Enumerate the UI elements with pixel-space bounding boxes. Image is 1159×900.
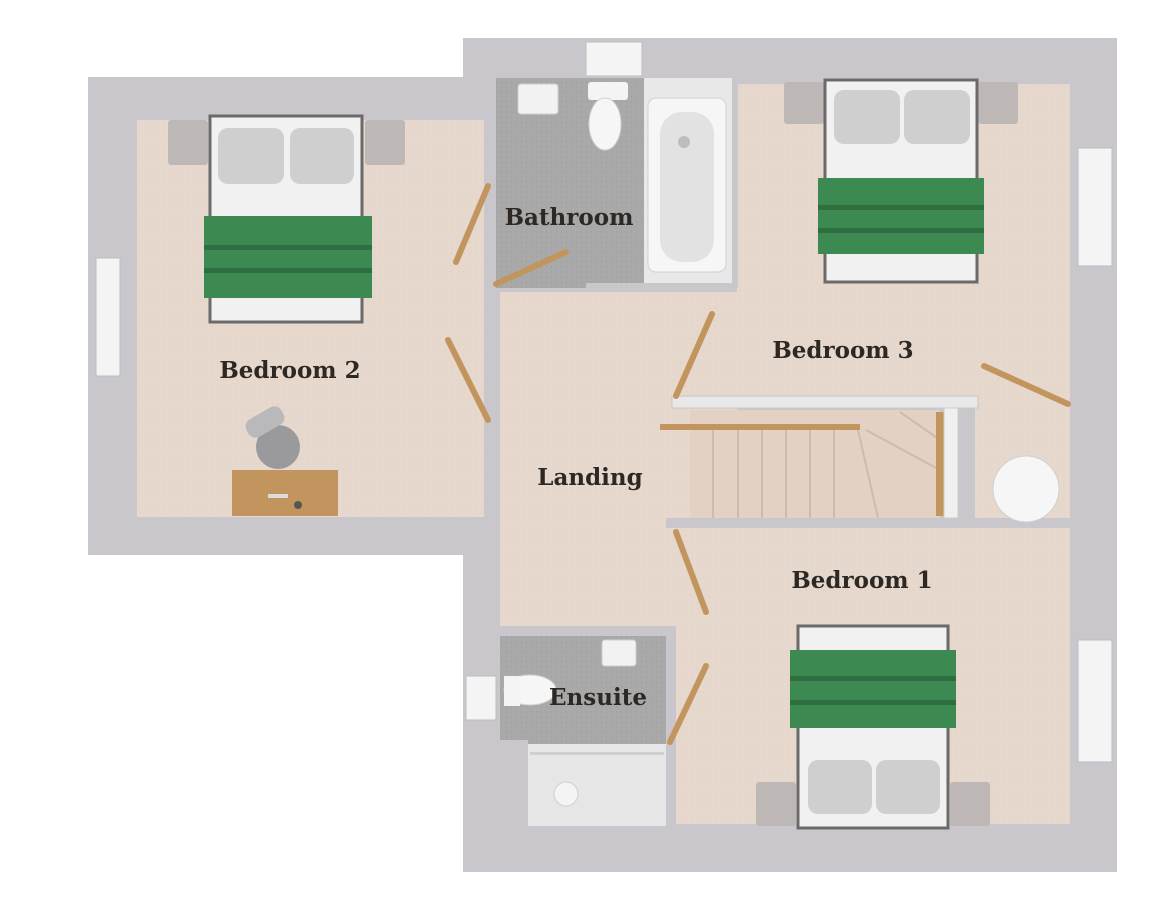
ensuite-label: Ensuite [549, 684, 647, 711]
bedroom-2-bed [168, 114, 405, 324]
bedroom-1-bed [756, 624, 990, 830]
shower-area [528, 744, 666, 826]
bedroom-3-label: Bedroom 3 [772, 337, 913, 364]
bathroom-fixtures [517, 82, 727, 273]
interior-walls [484, 78, 1070, 824]
cylinder-tank [992, 455, 1060, 523]
bedroom-3-bed [784, 78, 1018, 284]
desk-and-chair [232, 406, 338, 516]
doors [445, 183, 1071, 745]
windows [95, 41, 1113, 763]
bathroom-label: Bathroom [505, 204, 634, 231]
bedroom-2-label: Bedroom 2 [219, 357, 360, 384]
bedroom-1-label: Bedroom 1 [791, 567, 932, 594]
landing-floor-upper [680, 292, 1070, 400]
ensuite-fixtures [503, 639, 664, 807]
landing-lower [500, 528, 676, 626]
staircase [660, 395, 979, 519]
landing-label: Landing [537, 464, 642, 491]
